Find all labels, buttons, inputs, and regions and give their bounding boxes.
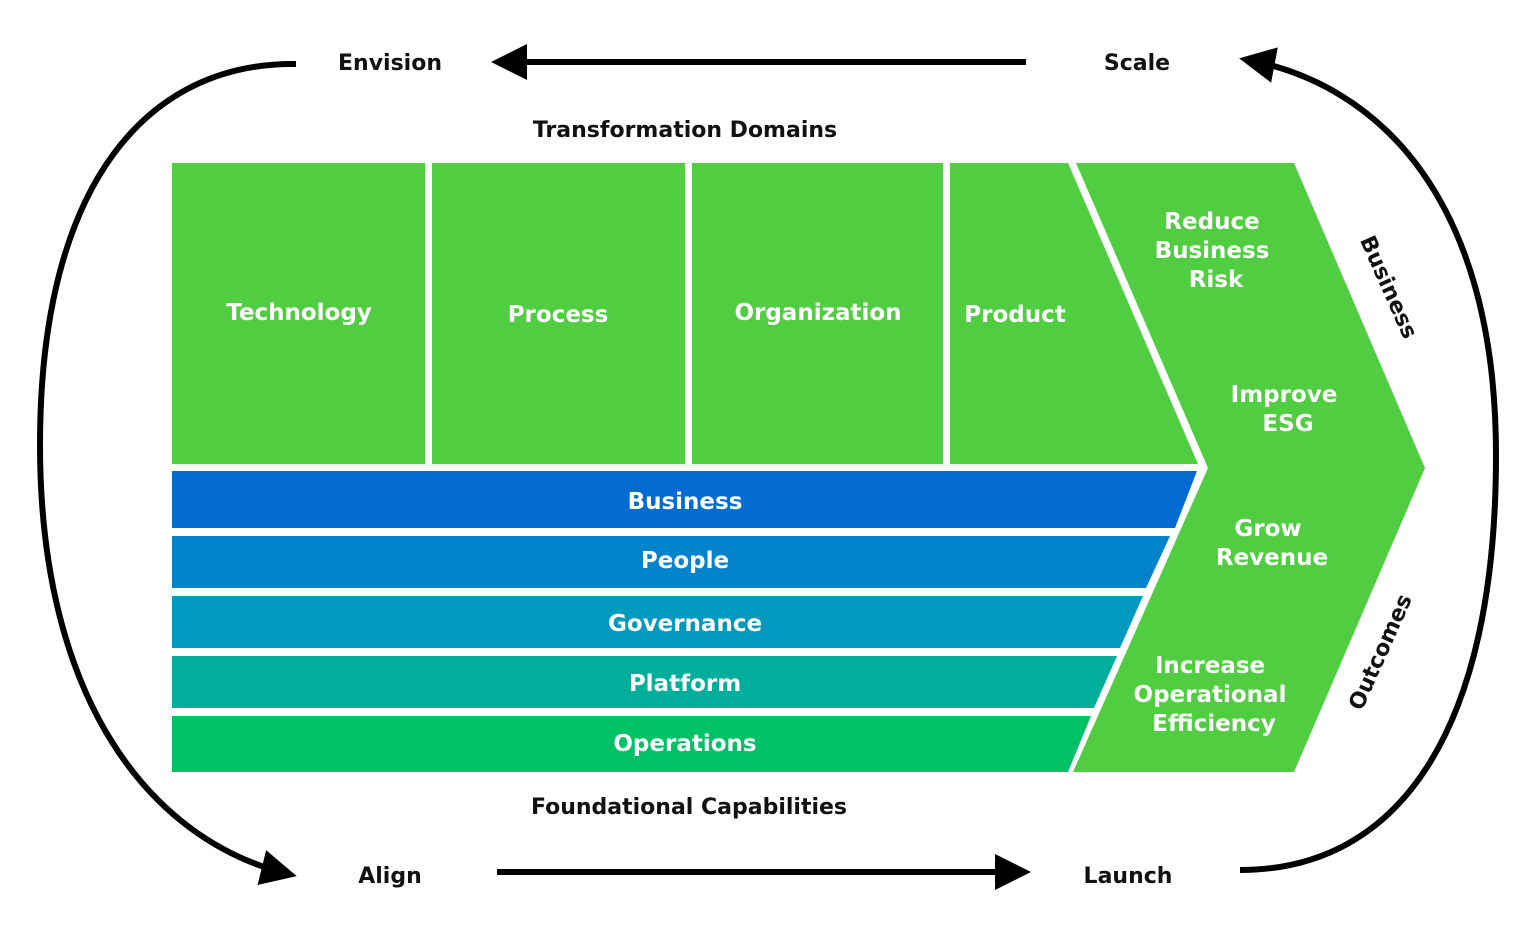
foundational-capabilities-heading: Foundational Capabilities: [531, 795, 847, 820]
outcome-grow-revenue: Grow Revenue: [1216, 516, 1328, 571]
domain-box-product: [950, 163, 1198, 464]
outcome-reduce-business-risk: Reduce Business Risk: [1155, 209, 1278, 293]
envision-label: Envision: [338, 51, 442, 76]
outcomes-chevron: [1073, 163, 1425, 772]
domain-box-organization: [692, 163, 943, 464]
domain-label-technology: Technology: [226, 300, 372, 326]
capability-bar-operations: [172, 716, 1091, 772]
capability-bar-governance: [172, 596, 1143, 648]
capability-label-operations: Operations: [613, 731, 756, 757]
arrow-launch-to-scale: [1239, 47, 1500, 873]
align-label: Align: [358, 864, 422, 889]
domain-label-process: Process: [508, 302, 609, 328]
domain-box-process: [432, 163, 685, 464]
capability-label-people: People: [641, 548, 729, 574]
capability-label-governance: Governance: [608, 611, 762, 637]
outcome-increase-operational-efficiency: Increase Operational Efficiency: [1134, 653, 1295, 737]
business-side-label: Business: [1354, 232, 1422, 343]
capability-bar-platform: [172, 656, 1117, 708]
outcome-improve-esg: Improve ESG: [1231, 382, 1346, 437]
scale-label: Scale: [1104, 51, 1170, 76]
domain-label-product: Product: [964, 302, 1065, 328]
transformation-domains-heading: Transformation Domains: [533, 118, 837, 143]
launch-label: Launch: [1084, 864, 1173, 889]
capability-label-business: Business: [628, 489, 743, 515]
capability-label-platform: Platform: [629, 671, 741, 697]
domain-label-organization: Organization: [734, 300, 901, 326]
arrow-envision-to-align: [36, 60, 297, 885]
capability-bar-business: [172, 471, 1197, 528]
capability-bar-people: [172, 536, 1170, 588]
domain-box-technology: [172, 163, 425, 464]
